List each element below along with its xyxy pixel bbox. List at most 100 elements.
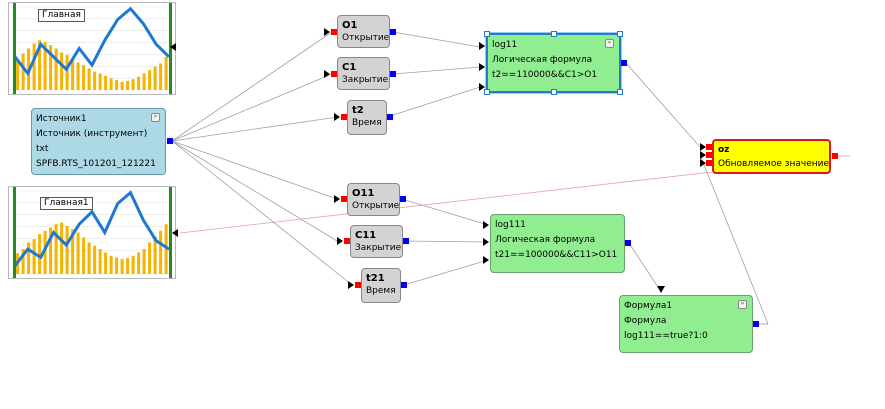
node-o11-label: Открытие (352, 201, 400, 211)
node-oz-input-pin-2[interactable] (706, 152, 712, 158)
chart-bar (65, 55, 69, 90)
selection-handle[interactable] (484, 31, 490, 37)
node-oz-input-arrow-1 (700, 143, 706, 151)
node-log11-formula: t2==110000&&C1>O1 (492, 70, 598, 80)
node-formula1-output-pin[interactable] (753, 321, 759, 327)
node-c11-input-arrow (337, 237, 343, 245)
node-o11-name: O11 (352, 188, 375, 199)
selection-handle[interactable] (617, 31, 623, 37)
source-file: SPFB.RTS_101201_121221 (36, 159, 156, 169)
node-formula1[interactable]: Формула1 Формула log111==true?1:0 » (619, 295, 753, 353)
chart-bar (142, 73, 146, 90)
node-o11[interactable]: O11 Открытие (347, 183, 400, 216)
node-c11-name: C11 (355, 230, 377, 241)
node-t2-label: Время (352, 118, 382, 128)
node-oz-output-pin[interactable] (832, 153, 838, 159)
chart-bar (93, 71, 97, 90)
chart-bar (49, 45, 53, 90)
node-t2-input-arrow (334, 113, 340, 121)
chart-title-main1: Главная1 (40, 197, 93, 210)
chart-main1-plot (13, 187, 172, 278)
chart-bar (115, 257, 119, 274)
chart-panel-main[interactable]: Главная (8, 2, 176, 95)
node-formula1-name: Формула1 (624, 301, 673, 311)
chart-bar (54, 48, 58, 90)
chart-bar (109, 255, 113, 274)
node-log11-output-pin[interactable] (621, 60, 627, 66)
chart-bar (126, 80, 130, 90)
node-log11-type: Логическая формула (492, 55, 593, 65)
chart-bar (38, 40, 42, 90)
node-t21[interactable]: t21 Время (361, 268, 401, 303)
chart-line-series (13, 6, 171, 77)
node-t2-output-pin[interactable] (387, 114, 393, 120)
source-name: Источник1 (36, 114, 87, 124)
chart-bar (104, 75, 108, 90)
node-o11-output-pin[interactable] (400, 196, 406, 202)
selection-handle[interactable] (551, 31, 557, 37)
node-log111-formula: t21==100000&&C11>O11 (495, 250, 618, 260)
node-c11[interactable]: C11 Закрытие (350, 225, 403, 258)
node-oz-name: oz (718, 145, 730, 155)
chart-bar (120, 81, 124, 90)
node-o1-name: O1 (342, 20, 358, 31)
chart-bar (32, 43, 36, 90)
chart-bar (76, 232, 80, 274)
node-c11-output-pin[interactable] (403, 238, 409, 244)
node-oz-input-pin-3[interactable] (706, 160, 712, 166)
node-o1-input-pin[interactable] (331, 29, 337, 35)
node-c1-output-pin[interactable] (390, 71, 396, 77)
chart-title-main: Главная (38, 9, 85, 22)
node-t21-label: Время (366, 286, 396, 296)
chart-bar (159, 230, 163, 274)
node-o1[interactable]: O1 Открытие (337, 15, 390, 48)
node-log111[interactable]: log111 Логическая формула t21==100000&&C… (490, 214, 625, 273)
node-oz[interactable]: oz Обновляемое значение (712, 139, 831, 174)
expand-icon[interactable]: » (151, 113, 160, 122)
node-log111-input-arrow-2 (483, 238, 489, 246)
chart-bar (131, 79, 135, 90)
node-log11-input-arrow-2 (479, 63, 485, 71)
chart-bar (71, 229, 75, 274)
node-c1-input-pin[interactable] (331, 71, 337, 77)
chart-bar (153, 236, 157, 274)
source-node[interactable]: Источник1 Источник (инструмент) txt SPFB… (31, 108, 166, 175)
selection-handle[interactable] (551, 89, 557, 95)
node-log111-output-pin[interactable] (625, 240, 631, 246)
node-oz-input-arrow-3 (700, 159, 706, 167)
node-o11-input-pin[interactable] (341, 196, 347, 202)
chart-bar (21, 53, 25, 90)
node-c11-input-pin[interactable] (344, 238, 350, 244)
node-o1-label: Открытие (342, 33, 390, 43)
expand-icon[interactable]: » (738, 300, 747, 309)
node-log11-input-arrow-3 (479, 83, 485, 91)
chart-bar (131, 255, 135, 274)
selection-handle[interactable] (484, 89, 490, 95)
chart-bar (164, 56, 168, 90)
node-oz-input-pin-1[interactable] (706, 144, 712, 150)
chart-panel-main1[interactable]: Главная1 (8, 186, 176, 279)
chart-range-marker (13, 3, 16, 94)
chart-main1-input-arrow (172, 229, 178, 237)
selection-handle[interactable] (617, 89, 623, 95)
node-t2[interactable]: t2 Время (347, 100, 387, 135)
node-c1-input-arrow (324, 70, 330, 78)
chart-bar (65, 225, 69, 274)
node-c1[interactable]: C1 Закрытие (337, 57, 390, 90)
source-output-pin[interactable] (167, 138, 173, 144)
chart-bar (164, 224, 168, 274)
chart-main-plot (13, 3, 172, 94)
node-t21-name: t21 (366, 273, 385, 284)
node-formula1-type: Формула (624, 316, 667, 326)
node-o1-output-pin[interactable] (390, 29, 396, 35)
chart-bar (109, 78, 113, 90)
chart-bar (98, 73, 102, 90)
node-log11[interactable]: log11 Логическая формула t2==110000&&C1>… (485, 32, 622, 94)
node-log111-name: log111 (495, 220, 526, 230)
node-t2-input-pin[interactable] (341, 114, 347, 120)
node-t21-input-pin[interactable] (355, 282, 361, 288)
node-t21-output-pin[interactable] (401, 282, 407, 288)
expand-icon[interactable]: » (605, 39, 614, 48)
chart-bar (115, 80, 119, 90)
node-c1-name: C1 (342, 62, 357, 73)
